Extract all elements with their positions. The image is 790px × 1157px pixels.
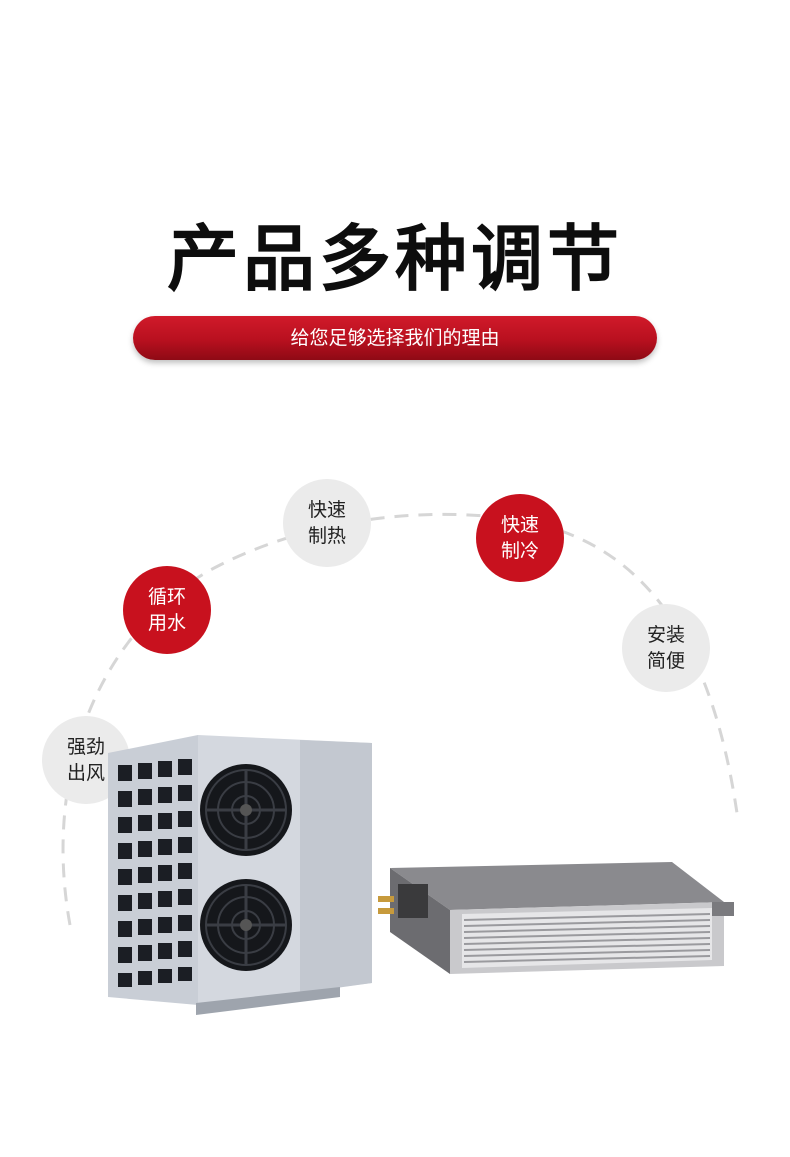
feature-line1: 快速 [500, 514, 539, 536]
subtitle-banner: 给您足够选择我们的理由 [133, 316, 657, 360]
feature-line1: 强劲 [66, 736, 105, 758]
feature-line2: 简便 [646, 650, 685, 672]
feature-fast-heating: 快速 制热 [283, 479, 371, 567]
feature-line1: 循环 [147, 586, 186, 608]
indoor-unit-image [378, 862, 734, 974]
feature-fast-cooling: 快速 制冷 [476, 494, 564, 582]
feature-line2: 用水 [147, 612, 186, 634]
outdoor-unit-image [108, 735, 372, 1015]
feature-line1: 安装 [646, 624, 685, 646]
feature-line2: 制热 [307, 525, 346, 547]
page-title: 产品多种调节 [166, 217, 623, 301]
feature-line2: 制冷 [500, 540, 539, 562]
feature-circulating-water: 循环 用水 [123, 566, 211, 654]
feature-line2: 出风 [66, 762, 105, 784]
feature-line1: 快速 [307, 499, 346, 521]
feature-easy-install: 安装 简便 [622, 604, 710, 692]
